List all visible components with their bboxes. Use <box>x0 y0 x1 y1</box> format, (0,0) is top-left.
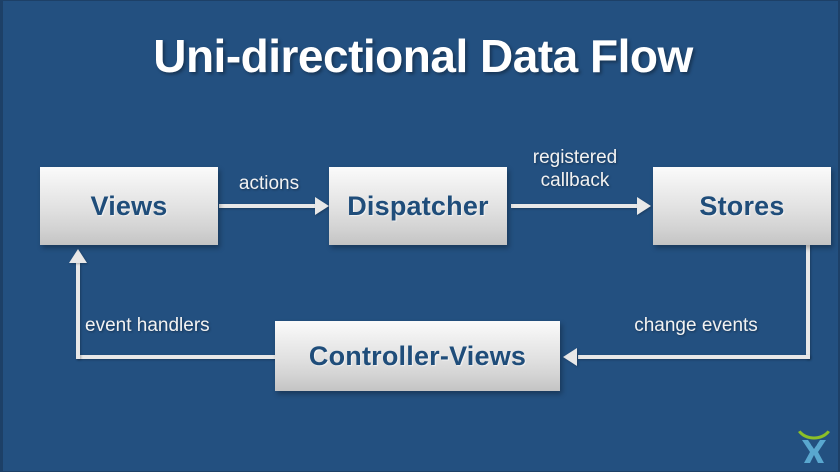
edge-label-change-events: change events <box>634 315 758 336</box>
arrow-stores-to-controller-vertical <box>806 245 810 359</box>
node-controller-views[interactable]: Controller-Views <box>275 321 560 391</box>
person-arc-logo-icon <box>798 430 830 463</box>
arrow-stores-to-controller-head-icon <box>563 348 577 366</box>
arrow-controller-to-views-head-icon <box>69 249 87 263</box>
node-controller-views-label: Controller-Views <box>308 340 527 371</box>
arrow-controller-to-views-horizontal <box>76 355 276 359</box>
edge-label-actions: actions <box>238 173 300 194</box>
arrow-views-to-dispatcher-line <box>219 204 317 208</box>
node-views-label: Views <box>90 190 168 221</box>
page-title: Uni-directional Data Flow <box>153 30 693 82</box>
arrow-dispatcher-to-stores-head-icon <box>637 197 651 215</box>
arrow-stores-to-controller-horizontal <box>578 355 810 359</box>
edge-label-event-handlers: event handlers <box>85 315 210 336</box>
edge-label-registered-callback: registered callback <box>532 147 618 191</box>
node-stores[interactable]: Stores <box>653 167 831 245</box>
arrow-views-to-dispatcher-head-icon <box>315 197 329 215</box>
node-dispatcher[interactable]: Dispatcher <box>329 167 507 245</box>
arrow-controller-to-views-vertical <box>76 263 80 359</box>
node-dispatcher-label: Dispatcher <box>347 190 489 221</box>
arrow-dispatcher-to-stores-line <box>511 204 640 208</box>
node-stores-label: Stores <box>699 190 785 221</box>
node-views[interactable]: Views <box>40 167 218 245</box>
